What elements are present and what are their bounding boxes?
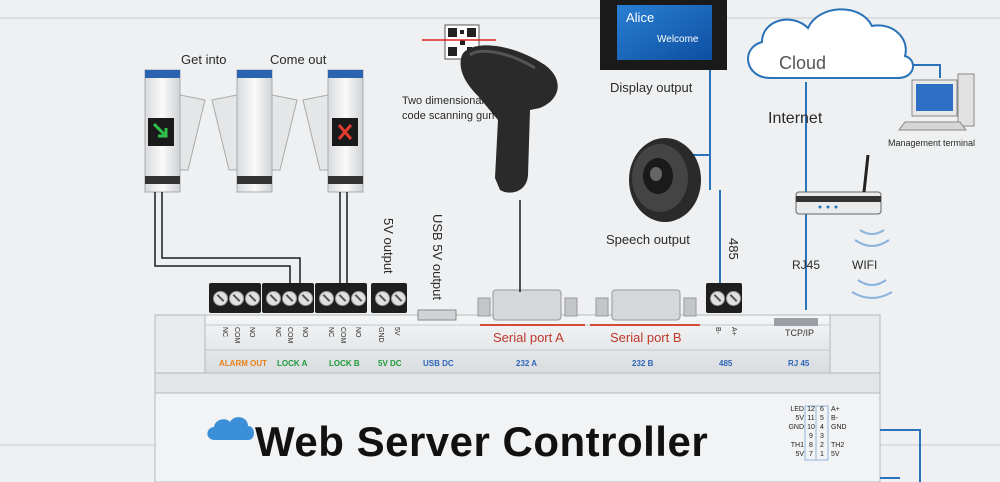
pin-com-lock-b: COM: [339, 327, 346, 344]
pin-com-lock-a: COM: [286, 327, 293, 344]
group-lock-b: LOCK B: [329, 359, 360, 368]
pinout-cell: 5V: [795, 451, 804, 458]
tcpip-label: TCP/IP: [785, 328, 815, 338]
pin-nc-alarm: NC: [221, 327, 228, 338]
pin-5v: 5V: [393, 327, 400, 336]
group-485: 485: [719, 359, 733, 368]
router-icon: [795, 154, 882, 215]
pinout-cell: 1: [820, 451, 824, 458]
pinout-cell: 8: [809, 442, 813, 449]
barcode-scanner-gun: [460, 45, 558, 193]
pinout-cell: TH2: [831, 442, 845, 449]
gate-entry-label: Get into: [181, 52, 227, 67]
pinout-cell: 11: [807, 415, 815, 422]
group-5v-dc: 5V DC: [378, 359, 402, 368]
pin-gnd: GND: [377, 327, 384, 343]
gate-exit-label: Come out: [270, 52, 327, 67]
display-output-label: Display output: [610, 80, 693, 95]
pinout-cell: 9: [809, 433, 813, 440]
rj45-socket: [774, 318, 818, 326]
pin-no-lock-a: NO: [301, 327, 308, 338]
serial-connector-a: [477, 289, 578, 321]
wifi-label: WIFI: [852, 258, 878, 272]
computer-icon: [898, 73, 975, 131]
serial-port-b-label: Serial port B: [610, 330, 682, 345]
pinout-cell: 5V: [831, 451, 840, 458]
gate-wires: [154, 192, 348, 285]
terminal-block-alarm: [209, 283, 261, 313]
product-title: Web Server Controller: [255, 418, 709, 465]
display-screen-name: Alice: [626, 10, 655, 25]
rj45-label: RJ45: [792, 258, 821, 272]
internet-label: Internet: [768, 110, 823, 127]
terminal-block-5v: [371, 283, 407, 313]
usb-5v-output-label: USB 5V output: [430, 214, 445, 300]
serial-connector-b: [595, 289, 697, 321]
pinout-cell: TH1: [790, 442, 804, 449]
pinout-cell: B-: [831, 415, 838, 422]
display-screen-welcome: Welcome: [657, 34, 699, 45]
cloud-logo-icon: [207, 417, 254, 440]
group-rj45: RJ 45: [788, 359, 810, 368]
terminal-block-485: [706, 283, 742, 313]
group-usb-dc: USB DC: [423, 359, 454, 368]
pin-no-alarm: NO: [248, 327, 255, 338]
485-label: 485: [726, 238, 741, 260]
pinout-cell: 4: [820, 424, 824, 431]
serial-port-a-label: Serial port A: [493, 330, 564, 345]
scanner-label-line2: code scanning gun: [402, 110, 495, 122]
pinout-cell: A+: [831, 406, 840, 413]
pinout-cell: LED: [790, 406, 804, 413]
pinout-cell: 5V: [795, 415, 804, 422]
cloud-label: Cloud: [779, 53, 827, 73]
pinout-cell: GND: [788, 424, 804, 431]
scanner-label-line1: Two dimensional: [402, 95, 484, 107]
pinout-cell: 7: [809, 451, 813, 458]
pinout-cell: 6: [820, 406, 824, 413]
group-232-a: 232 A: [516, 359, 538, 368]
management-terminal-label: Management terminal: [888, 138, 976, 148]
terminal-block-lock-b: [315, 283, 367, 313]
pinout-cell: GND: [831, 424, 847, 431]
group-232-b: 232 B: [632, 359, 654, 368]
pin-nc-lock-a: NC: [274, 327, 281, 338]
group-lock-a: LOCK A: [277, 359, 308, 368]
pin-b-minus: B-: [714, 327, 721, 334]
pinout-cell: 2: [820, 442, 824, 449]
display-monitor: [600, 0, 727, 70]
pin-com-alarm: COM: [233, 327, 240, 344]
cloud-icon: [747, 8, 914, 79]
pin-a-plus: A+: [730, 327, 737, 336]
usb-port: [417, 309, 457, 321]
pinout-cell: 10: [807, 424, 815, 431]
pinout-cell: 12: [807, 406, 815, 413]
turnstile-gates: [144, 69, 364, 193]
pin-no-lock-b: NO: [354, 327, 361, 338]
terminal-block-lock-a: [262, 283, 314, 313]
speech-output-label: Speech output: [606, 232, 690, 247]
wifi-icon: [851, 229, 893, 299]
pinout-table: [804, 405, 829, 461]
group-alarm-out: ALARM OUT: [219, 359, 267, 368]
speaker-icon: [629, 138, 701, 222]
5v-output-label: 5V output: [381, 218, 396, 274]
pinout-cell: 5: [820, 415, 824, 422]
pin-nc-lock-b: NC: [327, 327, 334, 338]
pinout-cell: 3: [820, 433, 824, 440]
